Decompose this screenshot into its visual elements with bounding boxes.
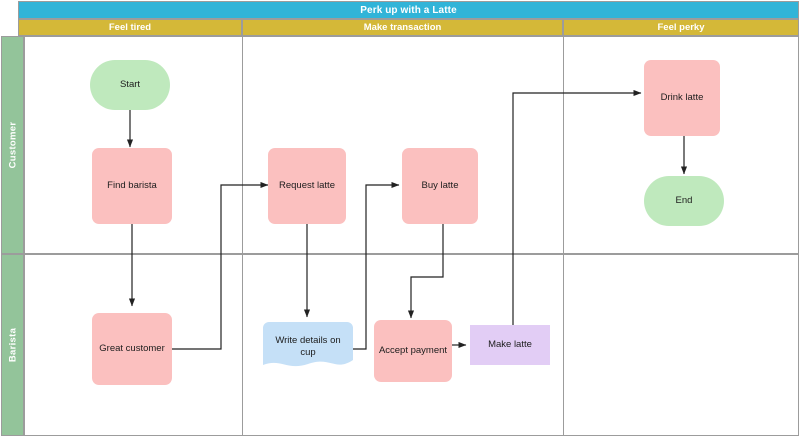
node-find-barista[interactable]: Find barista bbox=[92, 148, 172, 224]
phase-header-feel-perky[interactable]: Feel perky bbox=[563, 19, 799, 36]
node-accept-payment-label: Accept payment bbox=[378, 345, 448, 356]
phase-header-make-transaction[interactable]: Make transaction bbox=[242, 19, 563, 36]
column-divider-1 bbox=[242, 36, 243, 436]
phase-label-make-transaction: Make transaction bbox=[363, 22, 442, 33]
node-buy-latte-label: Buy latte bbox=[421, 180, 459, 191]
node-great-customer-label: Great customer bbox=[99, 343, 165, 354]
node-drink-latte-label: Drink latte bbox=[660, 92, 704, 103]
lane-label-customer[interactable]: Customer bbox=[1, 36, 24, 254]
phase-label-feel-perky: Feel perky bbox=[657, 22, 705, 33]
node-request-latte-label: Request latte bbox=[279, 180, 335, 191]
node-request-latte[interactable]: Request latte bbox=[268, 148, 346, 224]
lane-label-barista[interactable]: Barista bbox=[1, 254, 24, 436]
phase-header-row: Feel tired Make transaction Feel perky bbox=[18, 19, 799, 36]
node-buy-latte[interactable]: Buy latte bbox=[402, 148, 478, 224]
lane-label-customer-text: Customer bbox=[7, 121, 18, 169]
node-end[interactable]: End bbox=[644, 176, 724, 226]
node-great-customer[interactable]: Great customer bbox=[92, 313, 172, 385]
lane-label-barista-text: Barista bbox=[7, 327, 18, 363]
node-drink-latte[interactable]: Drink latte bbox=[644, 60, 720, 136]
node-write-details-on-cup-label: Write details on cup bbox=[275, 335, 341, 358]
column-divider-2 bbox=[563, 36, 564, 436]
phase-label-feel-tired: Feel tired bbox=[108, 22, 152, 33]
node-start-label: Start bbox=[119, 79, 141, 90]
node-accept-payment[interactable]: Accept payment bbox=[374, 320, 452, 382]
node-make-latte[interactable]: Make latte bbox=[470, 325, 550, 365]
node-make-latte-label: Make latte bbox=[488, 339, 532, 350]
pool-title-bar: Perk up with a Latte bbox=[18, 1, 799, 19]
phase-header-feel-tired[interactable]: Feel tired bbox=[18, 19, 242, 36]
node-start[interactable]: Start bbox=[90, 60, 170, 110]
document-shape-icon bbox=[263, 322, 353, 367]
pool-title-label: Perk up with a Latte bbox=[360, 4, 457, 16]
node-find-barista-label: Find barista bbox=[107, 180, 157, 191]
node-write-details-on-cup[interactable]: Write details on cup bbox=[263, 322, 353, 372]
node-end-label: End bbox=[675, 195, 693, 206]
